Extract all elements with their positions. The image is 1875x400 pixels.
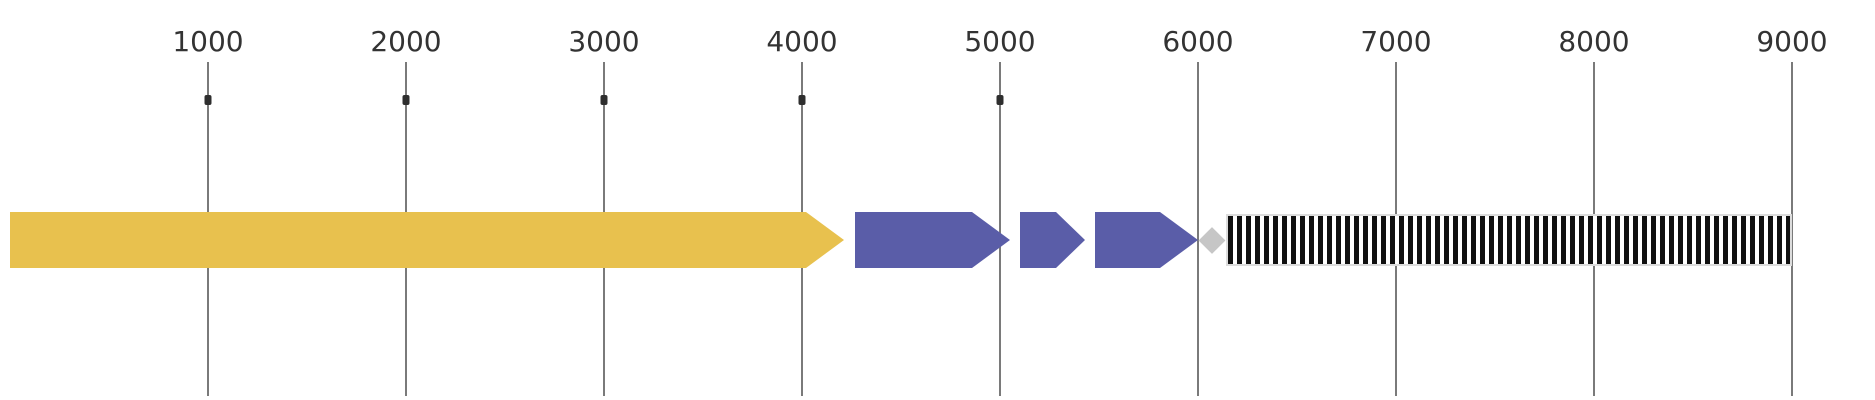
- feature-arrow-body: [855, 212, 972, 268]
- axis-gridline: [1197, 62, 1199, 396]
- axis-tick-label: 2000: [370, 25, 442, 58]
- axis-tick-mark: [996, 95, 1004, 105]
- feature-arrow-head: [1159, 212, 1198, 268]
- feature-purple-arrow-2: [1019, 212, 1086, 268]
- axis-tick-label: 4000: [766, 25, 838, 58]
- axis-tick-label: 6000: [1162, 25, 1234, 58]
- axis-tick-mark: [798, 95, 806, 105]
- feature-arrow-body: [1019, 212, 1057, 268]
- axis-tick-label: 9000: [1756, 25, 1828, 58]
- feature-arrow-body: [1095, 212, 1160, 268]
- feature-arrow-head: [1056, 212, 1086, 268]
- feature-arrow-head: [805, 212, 844, 268]
- feature-arrow-head: [971, 212, 1010, 268]
- axis-tick-mark: [402, 95, 410, 105]
- axis-tick-label: 7000: [1360, 25, 1432, 58]
- feature-gray-diamond-marker: [1198, 227, 1226, 254]
- axis-tick-label: 5000: [964, 25, 1036, 58]
- axis-tick-mark: [600, 95, 608, 105]
- axis-gridline: [1791, 62, 1793, 396]
- axis-tick-label: 1000: [172, 25, 244, 58]
- axis-tick-mark: [204, 95, 212, 105]
- feature-purple-arrow-1: [855, 212, 1010, 268]
- axis-tick-label: 3000: [568, 25, 640, 58]
- feature-long-gold-arrow: [10, 212, 844, 268]
- feature-purple-arrow-3: [1095, 212, 1198, 268]
- axis-tick-label: 8000: [1558, 25, 1630, 58]
- feature-arrow-body: [10, 212, 806, 268]
- feature-hatched-region: [1225, 214, 1792, 266]
